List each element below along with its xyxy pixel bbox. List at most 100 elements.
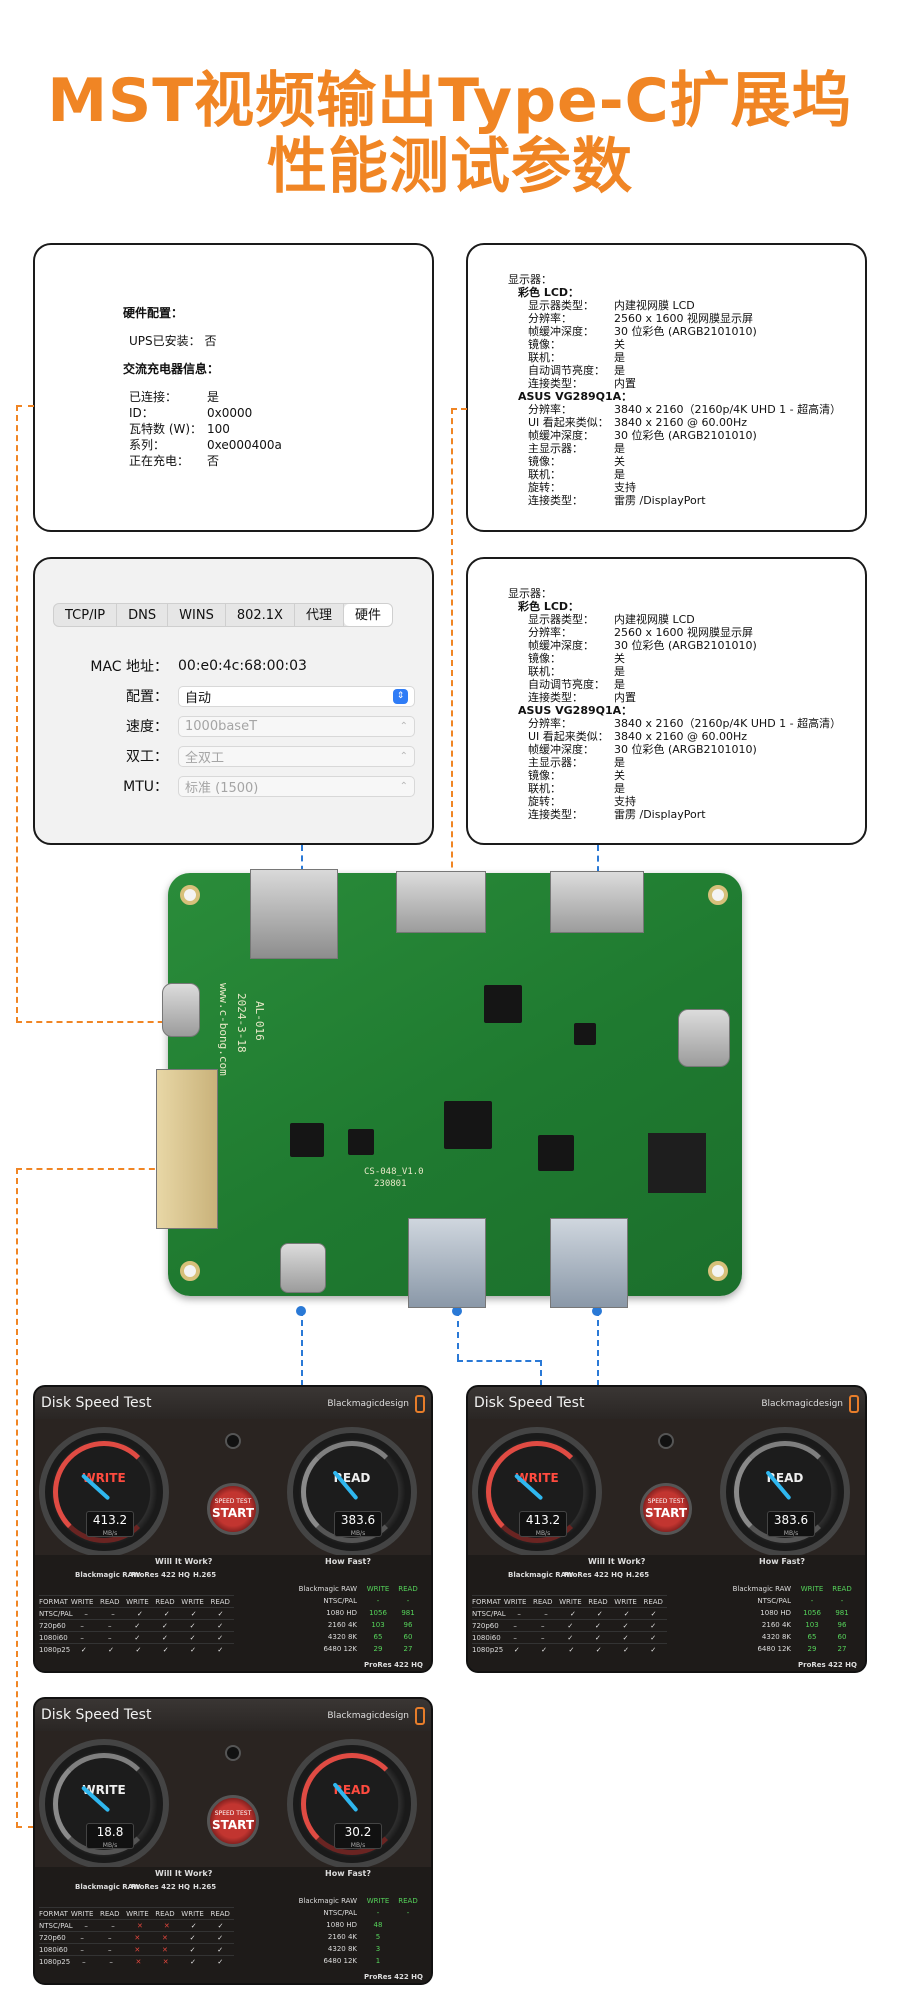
- read-label: READ: [333, 1783, 371, 1797]
- tab-0[interactable]: TCP/IP: [54, 604, 118, 626]
- display-info-key: 主显示器：: [528, 756, 583, 769]
- display-info-row: 镜像：关: [508, 652, 841, 665]
- format-name: 1080i60: [39, 1633, 68, 1642]
- charger-info-value: 100: [207, 422, 230, 436]
- display-info-row: 显示器：: [508, 273, 841, 286]
- subheader-cell: WRITE: [70, 1909, 94, 1918]
- chevron-updown-icon: ⌃: [399, 750, 408, 762]
- status-icon: ✓: [189, 1621, 196, 1630]
- display-info-key: 帧缓冲深度：: [528, 639, 594, 652]
- window-title: Disk Speed Test: [41, 1707, 152, 1723]
- status-icon: ✓: [134, 1621, 141, 1630]
- format-row: 720p60––✕✕✓✓: [39, 1931, 234, 1943]
- mtu-value: 标准 (1500): [185, 780, 259, 796]
- status-icon: ✕: [135, 1957, 142, 1966]
- display-info-value: 30 位彩色 (ARGB2101010): [614, 639, 757, 652]
- tab-1[interactable]: DNS: [117, 604, 169, 626]
- display-info-row: UI 看起来类似： 3840 x 2160 @ 60.00Hz: [508, 730, 841, 743]
- read-unit: MB/s: [783, 1530, 799, 1537]
- tab-4[interactable]: 代理: [295, 604, 344, 626]
- display-info-key: 联机：: [528, 665, 561, 678]
- mtu-select: 标准 (1500)⌃: [178, 775, 415, 797]
- start-button-caption: SPEED TEST: [214, 1810, 252, 1817]
- format-name: 1080i60: [39, 1945, 68, 1954]
- codec-header: Blackmagic RAW: [508, 1571, 574, 1579]
- display-info-key: 镜像：: [528, 338, 561, 351]
- display-info-row: 联机：是: [508, 782, 841, 795]
- resolution-name: 2160 4K: [327, 1933, 357, 1941]
- tab-3[interactable]: 802.1X: [226, 604, 295, 626]
- mounting-hole: [708, 1261, 728, 1281]
- charger-info-row: 瓦特数 (W)：100: [129, 421, 282, 437]
- settings-knob-icon[interactable]: [225, 1433, 241, 1449]
- settings-knob-icon[interactable]: [225, 1745, 241, 1761]
- display-info-row: 分辨率：3840 x 2160（2160p/4K UHD 1 - 超高清）: [508, 717, 841, 730]
- tab-5[interactable]: 硬件: [343, 604, 392, 626]
- display-info-key: 分辨率：: [528, 312, 572, 325]
- status-icon: ✓: [217, 1933, 224, 1942]
- settings-knob-icon[interactable]: [658, 1433, 674, 1449]
- status-icon: ✓: [217, 1621, 224, 1630]
- status-icon: –: [108, 1621, 112, 1630]
- format-name: NTSC/PAL: [472, 1609, 506, 1618]
- connector-line: [301, 1310, 303, 1386]
- write-fps: 65: [807, 1633, 817, 1641]
- tab-2[interactable]: WINS: [168, 604, 226, 626]
- status-icon: ✕: [163, 1921, 170, 1930]
- display-info-value: 3840 x 2160（2160p/4K UHD 1 - 超高清）: [614, 403, 842, 416]
- read-label: READ: [333, 1471, 371, 1485]
- format-row: 1080i60––✕✕✓✓: [39, 1943, 234, 1955]
- display-info-row: 旋转：支持: [508, 795, 841, 808]
- config-select[interactable]: 自动⇕: [178, 685, 415, 707]
- gauge-ring: [301, 1441, 403, 1543]
- format-row: NTSC/PAL––✕✕✓✓: [39, 1919, 234, 1931]
- display-info-value: 是: [614, 351, 625, 364]
- display-info-value: 是: [614, 364, 625, 377]
- read-fps: -: [406, 1597, 410, 1605]
- display-info-row: 帧缓冲深度：30 位彩色 (ARGB2101010): [508, 743, 841, 756]
- display-info-row: 帧缓冲深度：30 位彩色 (ARGB2101010): [508, 429, 841, 442]
- format-name: NTSC/PAL: [39, 1921, 73, 1930]
- charger-info-row: 正在充电：否: [129, 453, 282, 469]
- display-info-row: UI 看起来类似：3840 x 2160 @ 60.00Hz: [508, 416, 841, 429]
- subheader-cell: FORMAT: [39, 1909, 68, 1918]
- status-icon: ✓: [217, 1645, 224, 1654]
- pcb-board-image: www.c-bong.com 2024-3-18 AL-016 CS-048_V…: [156, 869, 742, 1308]
- read-fps: -: [406, 1909, 410, 1917]
- brand-name: Blackmagicdesign: [327, 1711, 409, 1721]
- codec-header: H.265: [193, 1883, 217, 1891]
- charger-info-key: 已连接：: [129, 390, 178, 404]
- page-title: MST视频输出Type-C扩展坞: [47, 66, 853, 136]
- status-icon: ✓: [217, 1921, 224, 1930]
- status-icon: ✓: [135, 1645, 142, 1654]
- subheader-cell: READ: [643, 1597, 663, 1606]
- format-row: 1080p25––✕✕✓✓: [39, 1955, 234, 1967]
- status-icon: ✓: [189, 1633, 196, 1642]
- connector-line: [457, 1310, 459, 1360]
- how-fast-row: NTSC/PAL--: [277, 1907, 427, 1919]
- ethernet-port: [250, 869, 338, 959]
- how-fast-sub: READ: [832, 1585, 852, 1593]
- charger-info-row: 系列：0xe000400a: [129, 437, 282, 453]
- resolution-name: 6480 12K: [323, 1645, 357, 1653]
- status-icon: –: [82, 1957, 86, 1966]
- how-fast-sub: WRITE: [800, 1585, 824, 1593]
- display-info-key: UI 看起来类似：: [528, 730, 609, 743]
- display-info-key: 联机：: [528, 351, 561, 364]
- display-info-value: 3840 x 2160 @ 60.00Hz: [614, 730, 748, 743]
- usb-a-port: [550, 1218, 628, 1308]
- format-name: 1080p25: [472, 1645, 504, 1654]
- mounting-hole: [708, 885, 728, 905]
- status-icon: –: [80, 1945, 84, 1954]
- status-icon: ✓: [136, 1609, 143, 1618]
- window-titlebar: Disk Speed Test Blackmagicdesign: [35, 1699, 431, 1731]
- connector-line: [597, 1310, 599, 1386]
- subheader-cell: WRITE: [559, 1597, 582, 1606]
